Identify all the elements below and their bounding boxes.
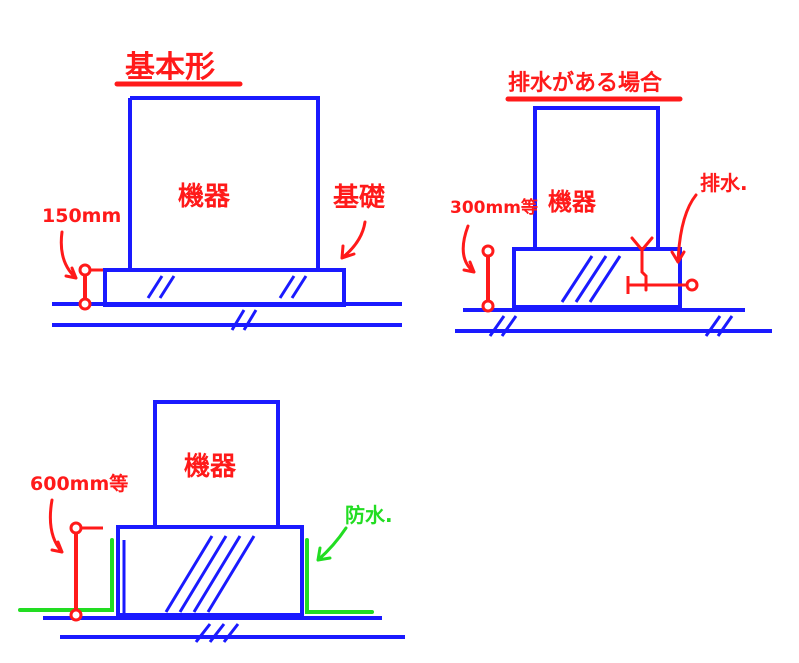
hatch-marks (164, 535, 256, 613)
dimension-label: 150mm (42, 205, 121, 227)
machine-box (533, 106, 660, 248)
drain-label: 排水. (700, 171, 748, 195)
drain-pipe (628, 236, 692, 292)
machine-label: 機器 (548, 188, 597, 216)
base-arrow (340, 220, 367, 260)
floor-hatch (230, 309, 258, 331)
base-label: 基礎 (333, 183, 385, 213)
diagram-basic: 基本形 機器 基礎 150mm (42, 50, 402, 331)
hatch-marks (560, 255, 622, 303)
diagram-drain: 排水がある場合 機器 排水. 300mm等 (450, 70, 772, 337)
drain-outlet (685, 278, 699, 292)
dimension-marker-top (69, 521, 83, 535)
machine-label: 機器 (184, 452, 237, 482)
drain-arrow (670, 193, 698, 264)
waterproof-label: 防水. (345, 503, 393, 527)
dimension-label: 300mm等 (450, 197, 538, 218)
dimension-marker-bottom (78, 297, 92, 311)
hatch-marks (146, 275, 308, 299)
machine-box (153, 400, 280, 525)
dimension-label: 600mm等 (30, 472, 128, 495)
foundation-base (512, 247, 682, 309)
dimension-marker-bottom (69, 608, 83, 622)
dimension-marker-top (481, 244, 495, 258)
foundation-base (103, 268, 346, 307)
dimension-arrow (461, 224, 476, 274)
floor-hatch (488, 315, 734, 337)
dimension-arrow (48, 498, 64, 554)
floor-hatch (194, 623, 240, 643)
waterproof-arrow (316, 526, 348, 562)
dimension-marker-bottom (481, 299, 495, 313)
dimension-marker-top (78, 263, 92, 277)
machine-label: 機器 (178, 182, 231, 212)
machine-box (128, 96, 320, 268)
diagram-basic-title: 基本形 (125, 50, 215, 85)
waterproof-layer-left (18, 538, 114, 612)
waterproof-layer-right (305, 538, 374, 614)
diagram-drain-title: 排水がある場合 (508, 70, 663, 96)
diagram-waterproof: 機器 防水. 600mm等 (18, 400, 405, 643)
foundation-base (116, 525, 304, 617)
dimension-arrow (59, 230, 78, 280)
